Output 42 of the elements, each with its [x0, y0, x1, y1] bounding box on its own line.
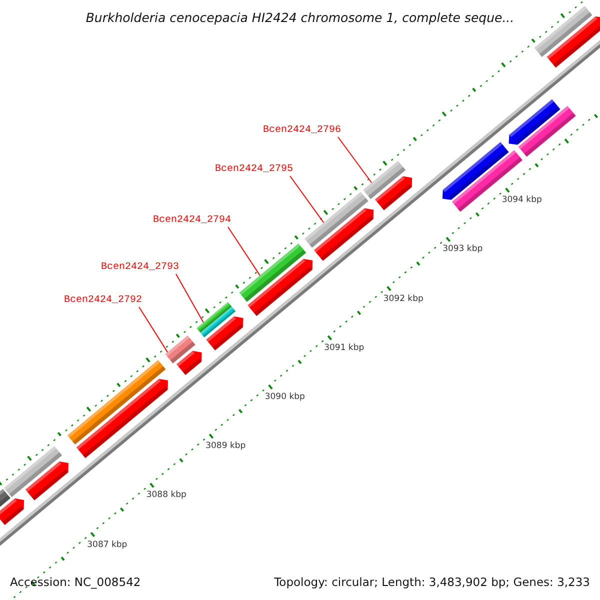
gene-bar [452, 150, 522, 212]
gene-label: Bcen2424_2793 [101, 262, 180, 274]
leader-line [138, 306, 168, 353]
gene-bar [304, 192, 368, 248]
scale-label: 3090 kbp [264, 392, 305, 402]
gene-feature [0, 498, 24, 525]
gene-bar [363, 160, 406, 200]
gene-bar [165, 335, 196, 364]
gene-feature [248, 258, 313, 316]
gene-feature [25, 462, 68, 500]
sequence-info-text: Topology: circular; Length: 3,483,902 bp; Genes: 3,233 [274, 575, 590, 589]
gene-bar [4, 446, 62, 498]
scale-label: 3088 kbp [146, 490, 186, 500]
gene-label: Bcen2424_2792 [64, 295, 142, 307]
gene-feature [546, 16, 600, 68]
gene-label: Bcen2424_2796 [263, 125, 342, 137]
leader-line [290, 176, 324, 224]
gene-bar [200, 306, 236, 338]
scale-label: 3089 kbp [206, 441, 246, 452]
scale-label: 3091 kbp [324, 342, 364, 353]
scale-label: 3087 kbp [87, 540, 128, 550]
gene-label: Bcen2424_2795 [215, 164, 294, 176]
gene-label: Bcen2424_2794 [153, 215, 232, 227]
map-title: Burkholderia cenocepacia HI2424 chromosome 1, complete seque... [86, 10, 514, 25]
leader-line [228, 226, 260, 276]
gene-feature [206, 316, 244, 350]
leader-line [338, 136, 372, 184]
gene-bar [0, 488, 10, 510]
gene-feature [508, 99, 560, 145]
scale-label: 3092 kbp [383, 294, 424, 304]
gene-feature [76, 378, 168, 458]
gene-bar [534, 6, 592, 57]
scale-label: 3093 kbp [442, 244, 483, 254]
gene-feature [314, 208, 374, 261]
scale-label: 3094 kbp [502, 195, 542, 206]
gene-bar [196, 302, 232, 333]
gene-bar [239, 244, 306, 302]
gene-feature [176, 350, 202, 375]
gene-bar [518, 106, 576, 157]
gene-bar [67, 360, 166, 445]
accession-text: Accession: NC_008542 [10, 575, 141, 589]
gene-feature [375, 176, 412, 210]
